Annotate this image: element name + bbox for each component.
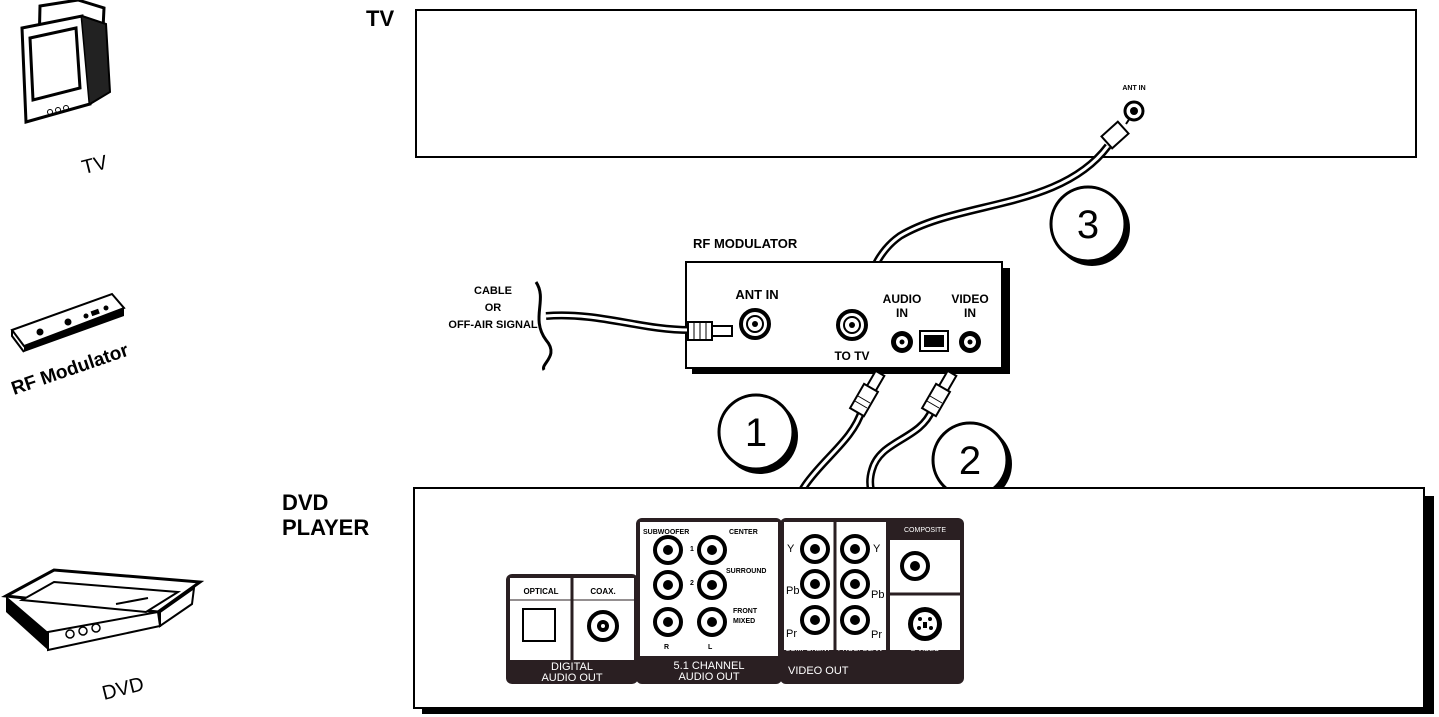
coax-label: COAX. [590,587,615,596]
progscan-y-jack-icon [840,534,870,564]
digital-out-line2: AUDIO OUT [541,672,602,684]
video-out-label: VIDEO OUT [788,665,849,677]
surround-label: SURROUND [726,568,766,575]
center-label: CENTER [729,529,758,536]
step-3-marker [1049,185,1130,266]
rf-switch-icon [919,330,949,352]
front-mixed-line1: FRONT [733,608,758,615]
rf-video-in-line2: IN [964,306,976,320]
channel-num1-label: 1 [690,546,694,553]
component-jacks [800,534,870,635]
prog-scan-label: PROG. SCAN [838,646,882,653]
channel-l-label: L [708,644,713,651]
progscan-pr-jack-icon [840,605,870,635]
surround-left-jack-icon [653,570,683,600]
audio-jacks [653,535,727,637]
s-video-label: S-VIDEO [911,646,940,653]
y-label-1: Y [787,543,795,555]
rf-audio-in-line2: IN [896,306,908,320]
pr-label-1: Pr [786,628,797,640]
tv-ant-in-label: ANT IN [1122,85,1145,92]
rf-to-tv-jack-icon [836,309,868,341]
dvd-title-line2: PLAYER [282,515,369,540]
subwoofer-jack-icon [653,535,683,565]
step-2-marker [931,421,1012,502]
composite-label: COMPOSITE [904,527,946,534]
pb-label-2: Pb [871,589,884,601]
tv-panel [415,9,1417,158]
cable-2-plug-top [920,369,958,418]
pr-label-2: Pr [871,629,882,641]
component-pr-jack-icon [800,605,830,635]
progscan-pb-jack-icon [840,569,870,599]
step-1-label: 1 [745,411,767,455]
tv-icon [20,0,112,124]
channel-out-line2: AUDIO OUT [678,671,739,683]
step-1-marker [717,393,798,474]
y-label-2: Y [873,543,881,555]
tv-coax-plug [1100,117,1131,150]
digital-out-line1: DIGITAL [551,661,593,673]
signal-label-line3: OFF-AIR SIGNAL [448,319,537,331]
rf-ant-in-label: ANT IN [735,287,778,302]
center-jack-icon [697,535,727,565]
rf-modulator-icon [10,292,126,353]
coax-jack-icon [587,610,619,642]
tv-ant-in-jack-icon [1123,100,1145,122]
pb-label-1: Pb [786,585,799,597]
surround-right-jack-icon [697,570,727,600]
component-pb-jack-icon [800,569,830,599]
incoming-signal-cable [534,281,553,371]
optical-label: OPTICAL [523,587,558,596]
subwoofer-label: SUBWOOFER [643,529,689,536]
component-y-jack-icon [800,534,830,564]
front-left-jack-icon [697,607,727,637]
dvd-icon-label: DVD [100,673,146,705]
signal-label-line2: OR [485,302,502,314]
channel-out-line1: 5.1 CHANNEL [674,660,745,672]
tv-title: TV [366,6,394,31]
dvd-player-icon [1,568,205,652]
front-right-jack-icon [653,607,683,637]
rf-video-in-line1: VIDEO [951,292,988,306]
step-2-label: 2 [959,439,981,483]
dvd-title-line1: DVD [282,490,328,515]
channel-num2-label: 2 [690,580,694,587]
rf-audio-in-line1: AUDIO [883,292,922,306]
rf-video-in-jack-icon [959,331,981,353]
s-video-jack-icon [908,607,942,641]
composite-jack-icon [900,551,930,581]
step-3-label: 3 [1077,203,1099,247]
front-mixed-line2: MIXED [733,618,755,625]
rf-to-tv-label: TO TV [834,349,869,363]
optical-port-icon [522,608,556,642]
rf-ant-in-jack-icon [739,308,771,340]
signal-label-line1: CABLE [474,285,512,297]
component-label: COMPONENT [785,646,831,653]
channel-r-label: R [664,644,669,651]
rf-audio-in-jack-icon [891,331,913,353]
rf-modulator-title: RF MODULATOR [693,236,798,251]
cable-1-plug-top [848,369,886,418]
tv-icon-label: TV [80,151,111,179]
incoming-coax-plug [687,321,733,341]
